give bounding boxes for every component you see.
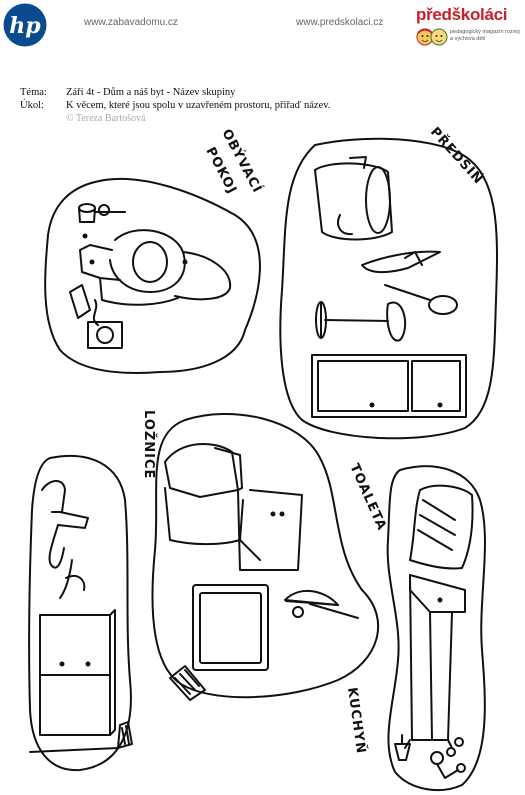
- label-predsin: PŘEDSÍŇ: [427, 124, 487, 188]
- brand-subtitle: pedagogický magazín rozvoj a výchova dět…: [450, 29, 520, 42]
- group-outline-bed[interactable]: [386, 465, 486, 792]
- topic-value: Září 4t - Dům a náš byt - Název skupiny: [66, 87, 236, 98]
- credit: © Tereza Bartošová: [66, 113, 146, 124]
- remote-control-icon: [169, 665, 206, 701]
- mug-icon: [314, 156, 393, 241]
- label-toaleta: TOALETA: [346, 462, 389, 534]
- topic-label: Téma:: [20, 87, 47, 98]
- coat-hook-icon: [41, 480, 89, 599]
- hp-logo-icon: hp: [3, 3, 47, 47]
- wine-glass-icon: [315, 301, 407, 342]
- group-outline-bedroom[interactable]: [28, 454, 132, 772]
- tv-icon: [192, 584, 269, 671]
- task-value: K věcem, které jsou spolu v uzavřeném pr…: [66, 100, 331, 111]
- shelf-icon: [311, 354, 467, 418]
- label-kuchyn: KUCHYŇ: [344, 686, 369, 755]
- brand-logo: předškoláci pedagogický magazín rozvoj a…: [416, 5, 521, 50]
- svg-text:hp: hp: [9, 13, 41, 39]
- brand-title: předškoláci: [416, 5, 508, 24]
- toilet-icon: [79, 229, 232, 306]
- group-outline-livingroom[interactable]: [151, 413, 379, 699]
- kids-faces-icon: [416, 28, 448, 46]
- label-loznice: LOŽNICE: [141, 410, 157, 479]
- url-zabavadomu[interactable]: www.zabavadomu.cz: [84, 17, 178, 28]
- group-outline-hallway[interactable]: [279, 137, 498, 440]
- pillow-icon: [409, 484, 474, 570]
- toilet-paper-icon: [69, 284, 123, 349]
- plant-icon: [394, 734, 466, 779]
- cabinet-icon: [39, 609, 116, 736]
- broom-icon: [29, 721, 133, 753]
- knife-icon: [361, 250, 441, 274]
- task-label: Úkol:: [20, 100, 44, 111]
- armchair-icon: [164, 443, 303, 571]
- url-predskolaci[interactable]: www.predskolaci.cz: [296, 17, 384, 28]
- group-outline-toilet[interactable]: [44, 177, 261, 374]
- spoon-icon: [384, 284, 458, 315]
- floor-lamp-icon: [284, 589, 359, 619]
- bed-icon: [404, 574, 466, 749]
- cup-icon: [78, 203, 126, 223]
